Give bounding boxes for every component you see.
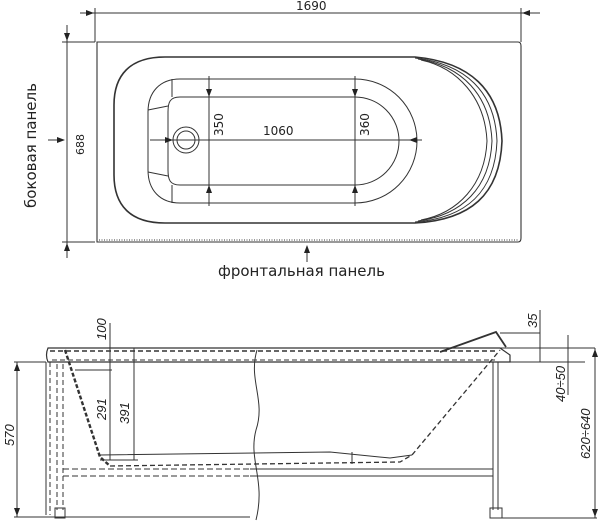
leg-adjust-label: 40÷50 — [553, 365, 568, 402]
tub-wall-left — [63, 349, 111, 467]
foot-width-label: 360 — [358, 113, 372, 136]
rim-profile — [45, 347, 511, 363]
left-foot — [54, 507, 66, 519]
top-view — [48, 8, 540, 262]
overall-length-label: 1690 — [296, 0, 327, 13]
head-width-label: 350 — [212, 113, 226, 136]
tub-height-label: 570 — [2, 424, 17, 446]
side-panel-label: боковая панель — [22, 83, 40, 208]
side-view — [14, 310, 598, 521]
break-line — [253, 349, 260, 521]
drain-axis-label: 100 — [94, 318, 109, 340]
basin-inner — [167, 96, 400, 186]
basin-outer — [147, 78, 418, 204]
front-panel-label: фронтальная панель — [218, 262, 385, 280]
overflow-depth-label: 291 — [94, 398, 109, 420]
right-foot — [489, 507, 503, 519]
total-height-label: 620÷640 — [578, 408, 593, 459]
headrest — [439, 330, 507, 353]
headrest-height-label: 35 — [525, 313, 540, 328]
total-depth-label: 391 — [117, 402, 132, 424]
outer-rim — [96, 41, 522, 243]
bottom-length-label: 1060 — [263, 124, 294, 138]
tub-inner-edge — [113, 56, 503, 224]
overall-width-label: 688 — [74, 134, 87, 155]
tub-bottom — [109, 349, 501, 467]
